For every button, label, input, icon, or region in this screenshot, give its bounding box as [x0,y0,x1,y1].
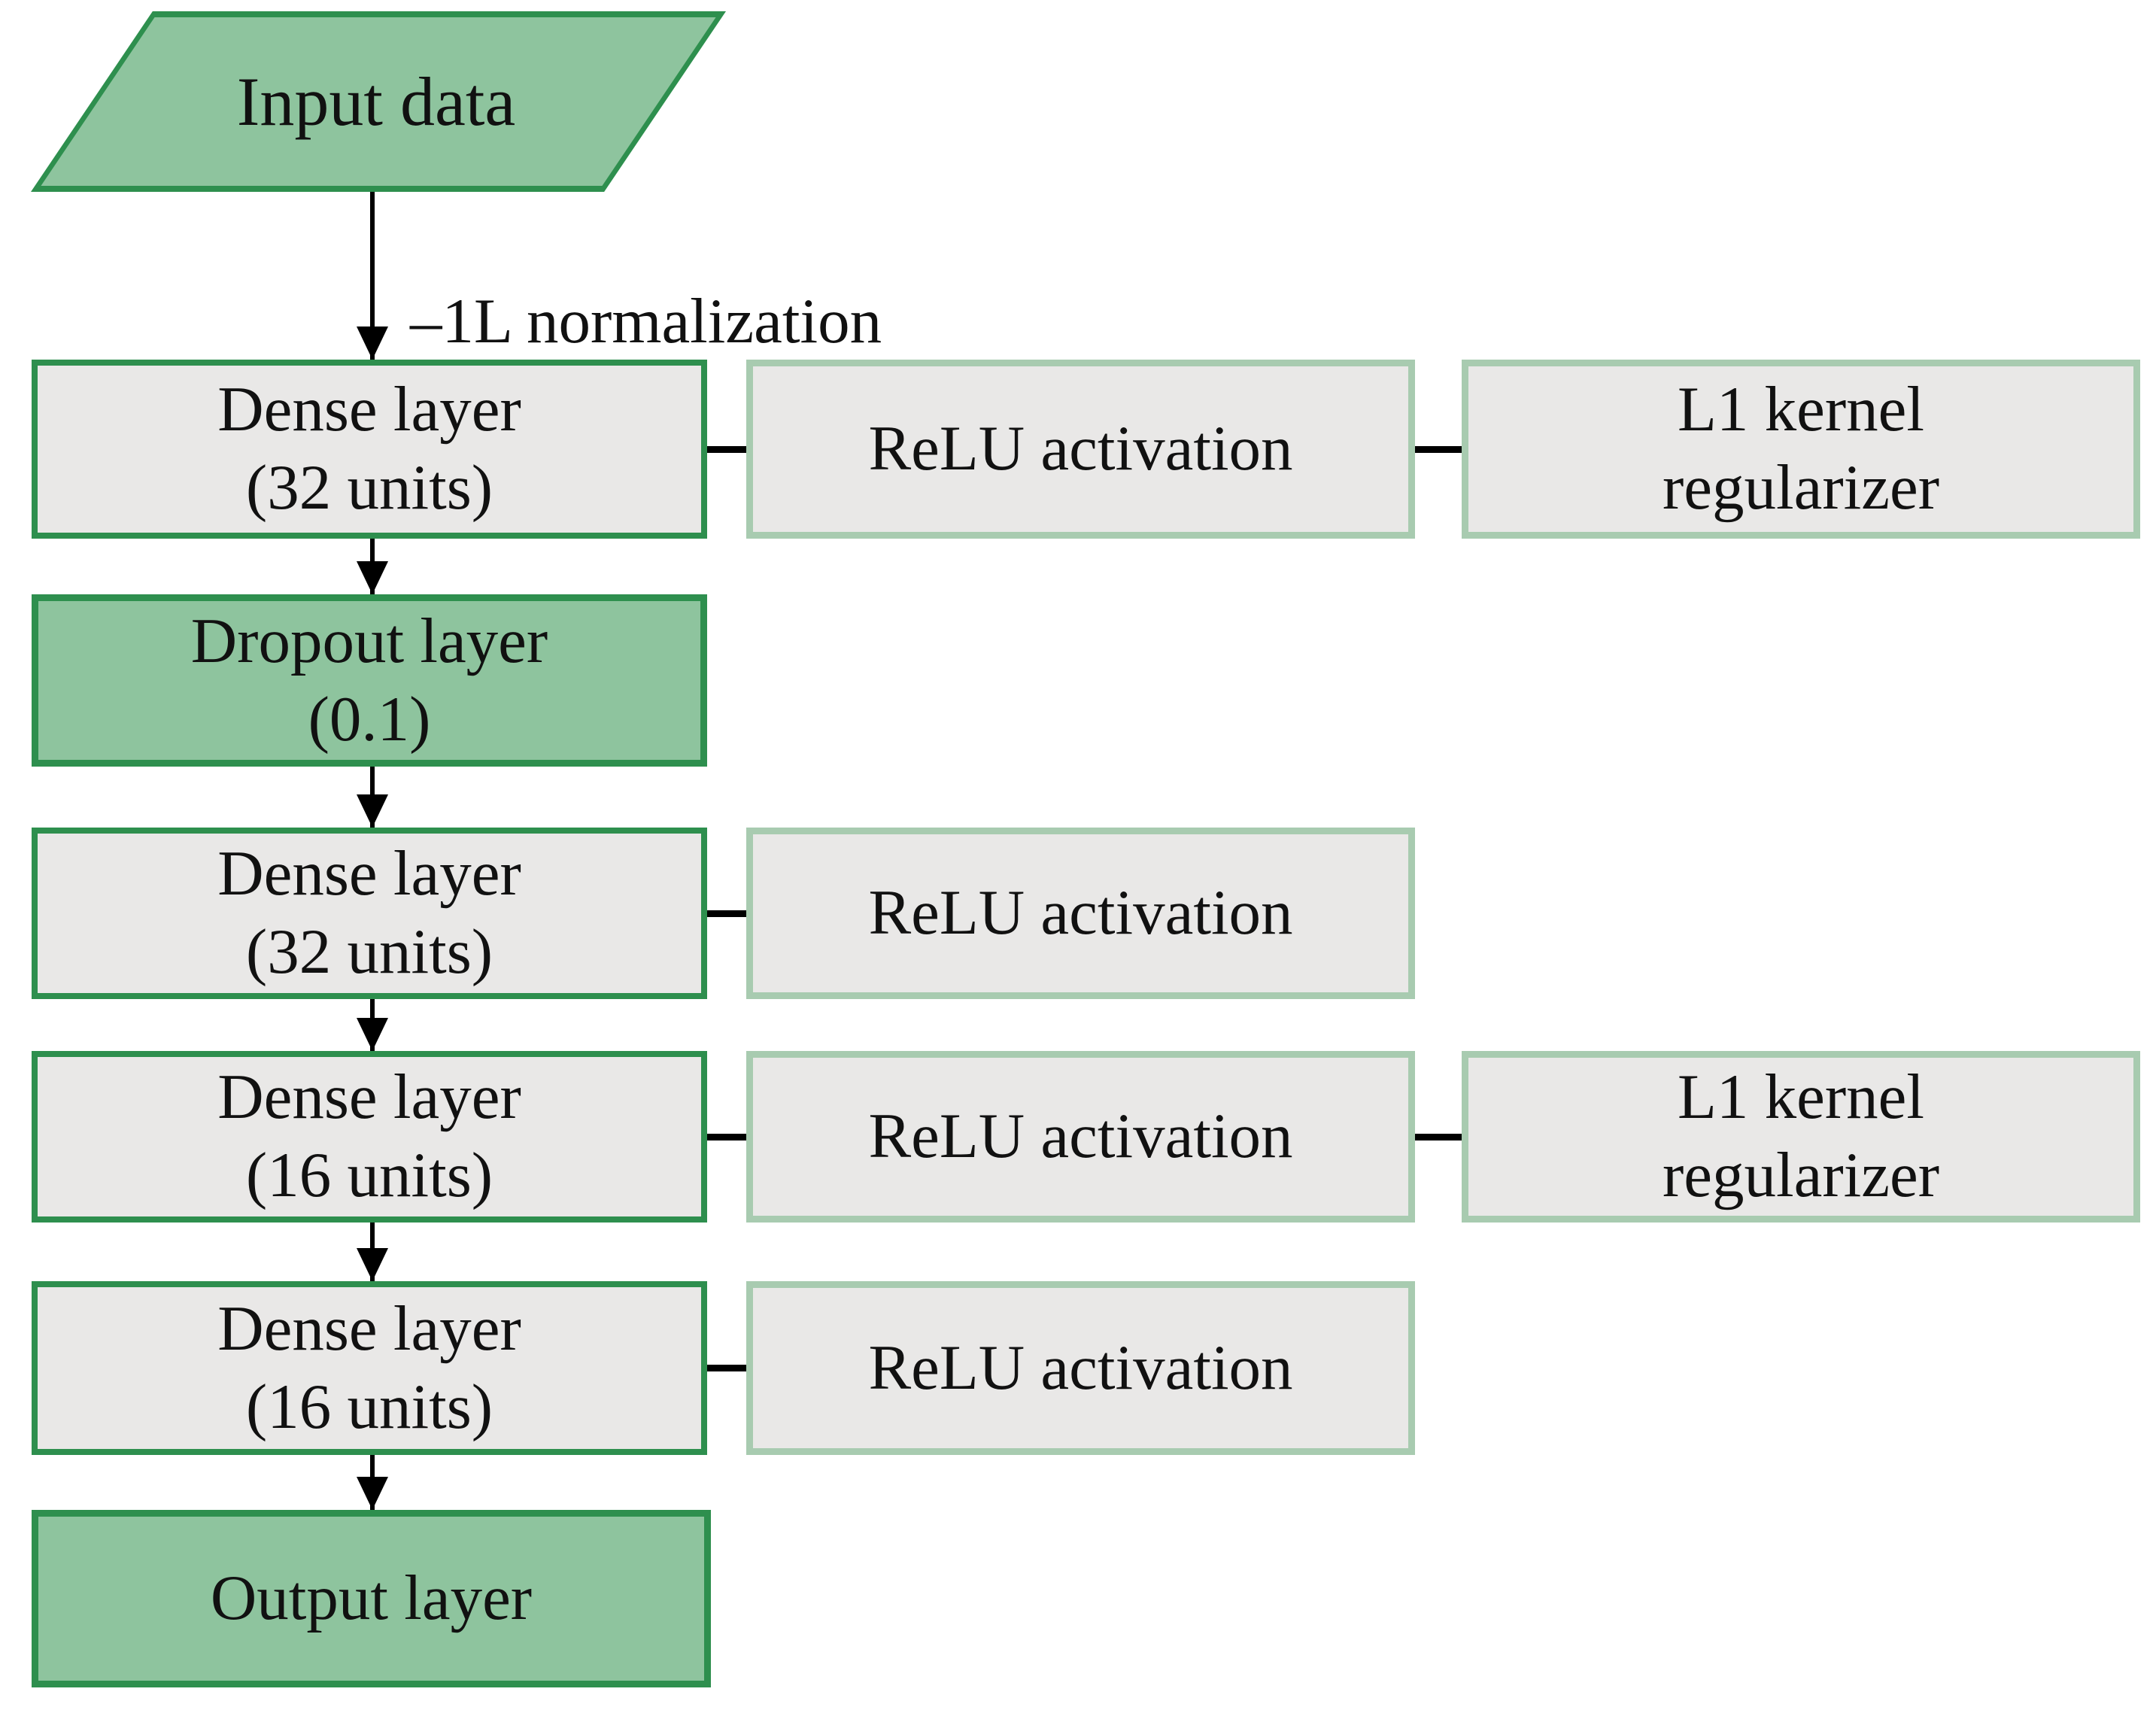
arrow-dense2-to-dense3 [370,999,375,1051]
node-dense-layer-2-line2: (32 units) [245,916,493,987]
normalization-edge-label: –1L normalization [410,286,882,357]
arrow-dense1-to-dropout [370,539,375,594]
node-dense-layer-3: Dense layer (16 units) [32,1051,707,1223]
node-dense-layer-4: Dense layer (16 units) [32,1281,707,1455]
node-dropout-layer: Dropout layer (0.1) [32,594,707,767]
node-dense-layer-2: Dense layer (32 units) [32,828,707,999]
arrow-dense3-to-dense4 [370,1223,375,1281]
connector-dense1-relu1 [707,446,746,453]
node-input-data-label: Input data [236,63,516,140]
node-relu-activation-3: ReLU activation [746,1051,1415,1223]
node-dropout-layer-line1: Dropout layer [190,605,548,676]
node-output-layer: Output layer [32,1510,711,1687]
connector-relu3-l1reg2 [1415,1134,1462,1141]
node-dense-layer-1: Dense layer (32 units) [32,360,707,539]
node-dense-layer-1-line2: (32 units) [245,452,493,523]
node-relu-activation-3-label: ReLU activation [868,1101,1293,1172]
node-l1-regularizer-1-line1: L1 kernel [1677,374,1925,445]
node-l1-regularizer-2-line2: regularizer [1662,1140,1940,1210]
arrow-dropout-to-dense2 [370,767,375,828]
node-relu-activation-1: ReLU activation [746,360,1415,539]
connector-dense2-relu2 [707,910,746,917]
node-dense-layer-3-line1: Dense layer [217,1062,521,1133]
node-l1-regularizer-1-line2: regularizer [1662,452,1940,523]
node-l1-regularizer-2: L1 kernel regularizer [1462,1051,2140,1223]
node-relu-activation-4: ReLU activation [746,1281,1415,1455]
connector-relu1-l1reg1 [1415,446,1462,453]
node-dropout-layer-line2: (0.1) [308,683,431,755]
node-l1-regularizer-1: L1 kernel regularizer [1462,360,2140,539]
node-l1-regularizer-2-line1: L1 kernel [1677,1062,1925,1133]
node-relu-activation-2: ReLU activation [746,828,1415,999]
connector-dense4-relu4 [707,1365,746,1371]
arrow-dense4-to-output [370,1455,375,1510]
node-dense-layer-1-line1: Dense layer [217,374,521,445]
arrow-input-to-dense1 [370,192,375,360]
node-dense-layer-2-line1: Dense layer [217,838,521,910]
node-relu-activation-4-label: ReLU activation [868,1332,1293,1403]
node-relu-activation-1-label: ReLU activation [868,413,1293,484]
node-dense-layer-4-line2: (16 units) [245,1371,493,1442]
node-dense-layer-3-line2: (16 units) [245,1140,493,1210]
connector-dense3-relu3 [707,1134,746,1141]
node-output-layer-label: Output layer [210,1563,533,1634]
node-relu-activation-2-label: ReLU activation [868,877,1293,949]
node-dense-layer-4-line1: Dense layer [217,1292,521,1364]
